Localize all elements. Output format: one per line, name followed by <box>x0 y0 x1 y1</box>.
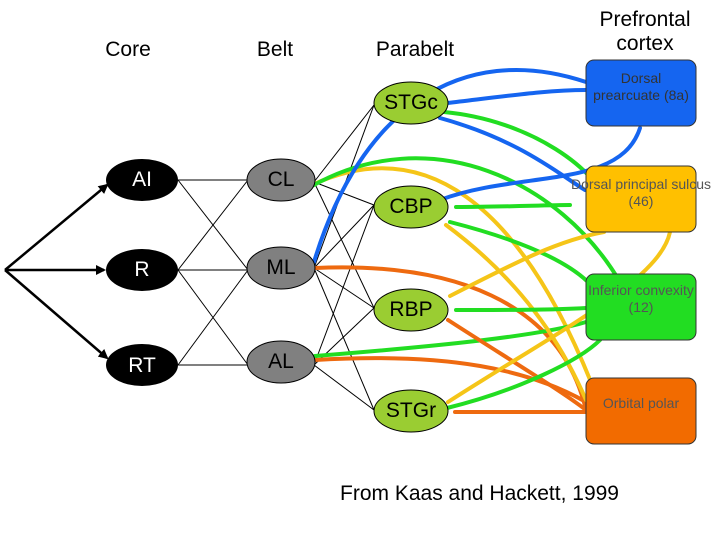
core-column-heading: Core <box>105 38 151 61</box>
core-node-label-ai: AI <box>132 168 152 191</box>
prefrontal-label-dorsal-principal: Dorsal principal sulcus (46) <box>570 176 712 209</box>
source-credit: From Kaas and Hackett, 1999 <box>340 482 619 505</box>
prefrontal-label-orbital-polar: Orbital polar <box>602 395 680 411</box>
parabelt-node-label-rbp: RBP <box>389 298 433 321</box>
path-stgr-to-inferior <box>445 338 602 410</box>
path-rbp-to-inferior <box>454 306 588 312</box>
parabelt-node-cbp <box>373 185 449 229</box>
parabelt-node-stgc <box>373 81 449 125</box>
prefrontal-box-orbital-polar <box>585 377 697 445</box>
path-cbp-to-principal <box>454 203 572 209</box>
prefrontal-label-dorsal-prearcuate: Dorsal prearcuate (8a) <box>593 70 689 103</box>
core-node-ai <box>106 159 178 201</box>
belt-column-heading: Belt <box>256 38 294 61</box>
belt-node-ml <box>246 246 316 290</box>
prefrontal-box-dorsal-principal <box>585 165 697 233</box>
path-al-to-orbital <box>313 356 588 404</box>
path-cbp-to-prearcuate <box>438 126 642 202</box>
belt-node-label-cl: CL <box>267 168 295 191</box>
path-stgc-to-prearcuate <box>445 88 588 105</box>
belt-node-cl <box>246 158 316 202</box>
core-node-rt <box>106 344 178 386</box>
thin-connections <box>177 104 375 411</box>
prefrontal-box-dorsal-prearcuate <box>585 59 697 127</box>
prefrontal-label-inferior-convexity: Inferior convexity (12) <box>588 282 694 315</box>
path-stgc-to-principal <box>438 116 587 192</box>
path-rbp-to-principal <box>448 230 606 298</box>
core-node-r <box>106 249 178 291</box>
path-rbp-to-orbital <box>446 318 588 412</box>
belt-nodes <box>246 158 316 384</box>
prefrontal-column-heading: Prefrontal cortex <box>599 8 691 55</box>
belt-node-label-ml: ML <box>266 256 296 279</box>
path-cl-to-inferior <box>310 156 622 284</box>
parabelt-nodes <box>373 81 449 433</box>
parabelt-node-label-stgc: STGc <box>384 91 438 114</box>
core-nodes <box>106 159 178 386</box>
prefrontal-box-inferior-convexity <box>585 273 697 341</box>
parabelt-node-stgr <box>373 389 449 433</box>
parabelt-node-rbp <box>373 288 449 332</box>
parabelt-node-label-cbp: CBP <box>389 195 433 218</box>
core-node-label-r: R <box>134 258 150 281</box>
path-cbp-to-inferior <box>448 220 590 284</box>
input-arrows <box>4 183 109 360</box>
core-node-label-rt: RT <box>128 354 156 377</box>
parabelt-node-label-stgr: STGr <box>385 399 437 422</box>
prefrontal-boxes <box>585 59 697 445</box>
parabelt-column-heading: Parabelt <box>375 38 455 61</box>
belt-node-label-al: AL <box>268 350 294 373</box>
belt-node-al <box>246 340 316 384</box>
